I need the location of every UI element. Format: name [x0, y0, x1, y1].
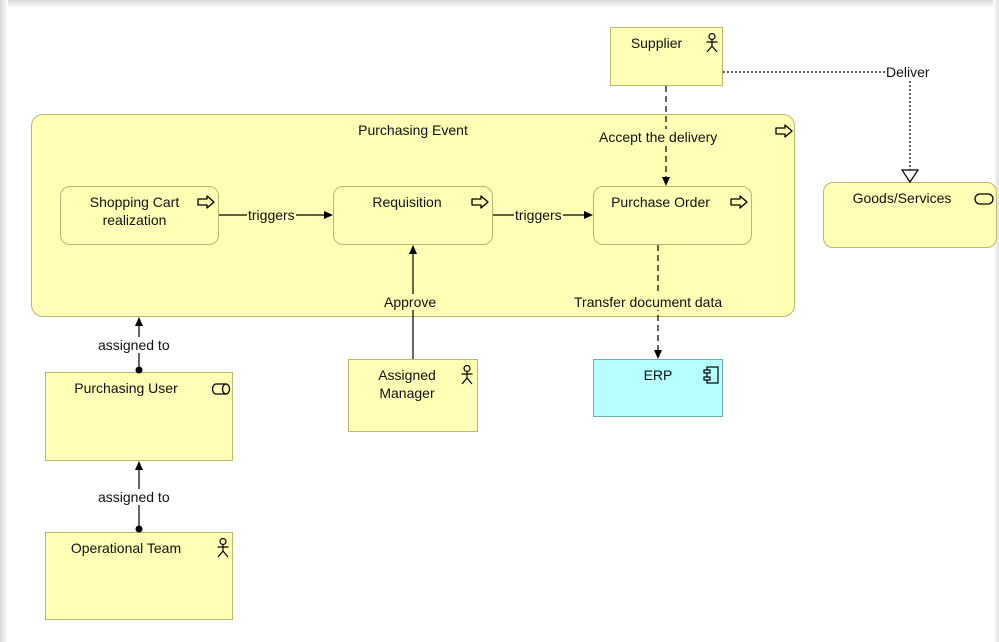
transfer-data-label: Transfer document data: [573, 294, 724, 310]
assigned-manager-actor[interactable]: Assigned Manager: [348, 359, 478, 432]
role-icon: [211, 383, 231, 395]
purchase-order-label: Purchase Order: [611, 194, 710, 210]
triggers-label-1: triggers: [247, 207, 296, 223]
window-edge-left: [0, 0, 8, 642]
assigned-to-label-2: assigned to: [97, 489, 171, 505]
deliver-label: Deliver: [885, 64, 931, 80]
window-edge-right: [993, 0, 999, 642]
erp-label: ERP: [643, 367, 673, 383]
shopping-cart-label: Shopping Cart realization: [89, 194, 180, 228]
triggers-label-2: triggers: [514, 207, 563, 223]
service-icon: [974, 193, 994, 205]
supplier-actor[interactable]: Supplier: [610, 27, 723, 86]
requisition-process[interactable]: Requisition: [333, 186, 493, 245]
operational-team-actor[interactable]: Operational Team: [45, 532, 233, 620]
approve-label: Approve: [383, 294, 438, 310]
erp-application-component[interactable]: ERP: [593, 359, 723, 417]
assigned-manager-label: Assigned Manager: [378, 367, 436, 401]
process-arrow-icon: [471, 195, 489, 209]
actor-icon: [217, 538, 229, 558]
operational-team-label: Operational Team: [70, 540, 182, 556]
goods-services-service[interactable]: Goods/Services: [823, 182, 997, 248]
deliver-realization[interactable]: [723, 71, 920, 184]
purchasing-event-title: Purchasing Event: [358, 122, 468, 138]
purchase-order-process[interactable]: Purchase Order: [593, 186, 752, 245]
purchasing-user-role[interactable]: Purchasing User: [45, 372, 233, 461]
process-arrow-icon: [775, 124, 793, 138]
component-icon: [703, 366, 719, 384]
actor-icon: [461, 365, 473, 385]
process-arrow-icon: [730, 195, 748, 209]
actor-icon: [706, 33, 718, 53]
accept-delivery-label: Accept the delivery: [598, 129, 719, 145]
process-arrow-icon: [197, 195, 215, 209]
purchasing-user-label: Purchasing User: [74, 380, 178, 396]
goods-services-label: Goods/Services: [852, 190, 952, 206]
assigned-to-label-1: assigned to: [97, 337, 171, 353]
window-edge-top: [0, 0, 999, 8]
supplier-label: Supplier: [630, 35, 683, 51]
requisition-label: Requisition: [372, 194, 442, 210]
shopping-cart-realization-process[interactable]: Shopping Cart realization: [60, 186, 219, 245]
